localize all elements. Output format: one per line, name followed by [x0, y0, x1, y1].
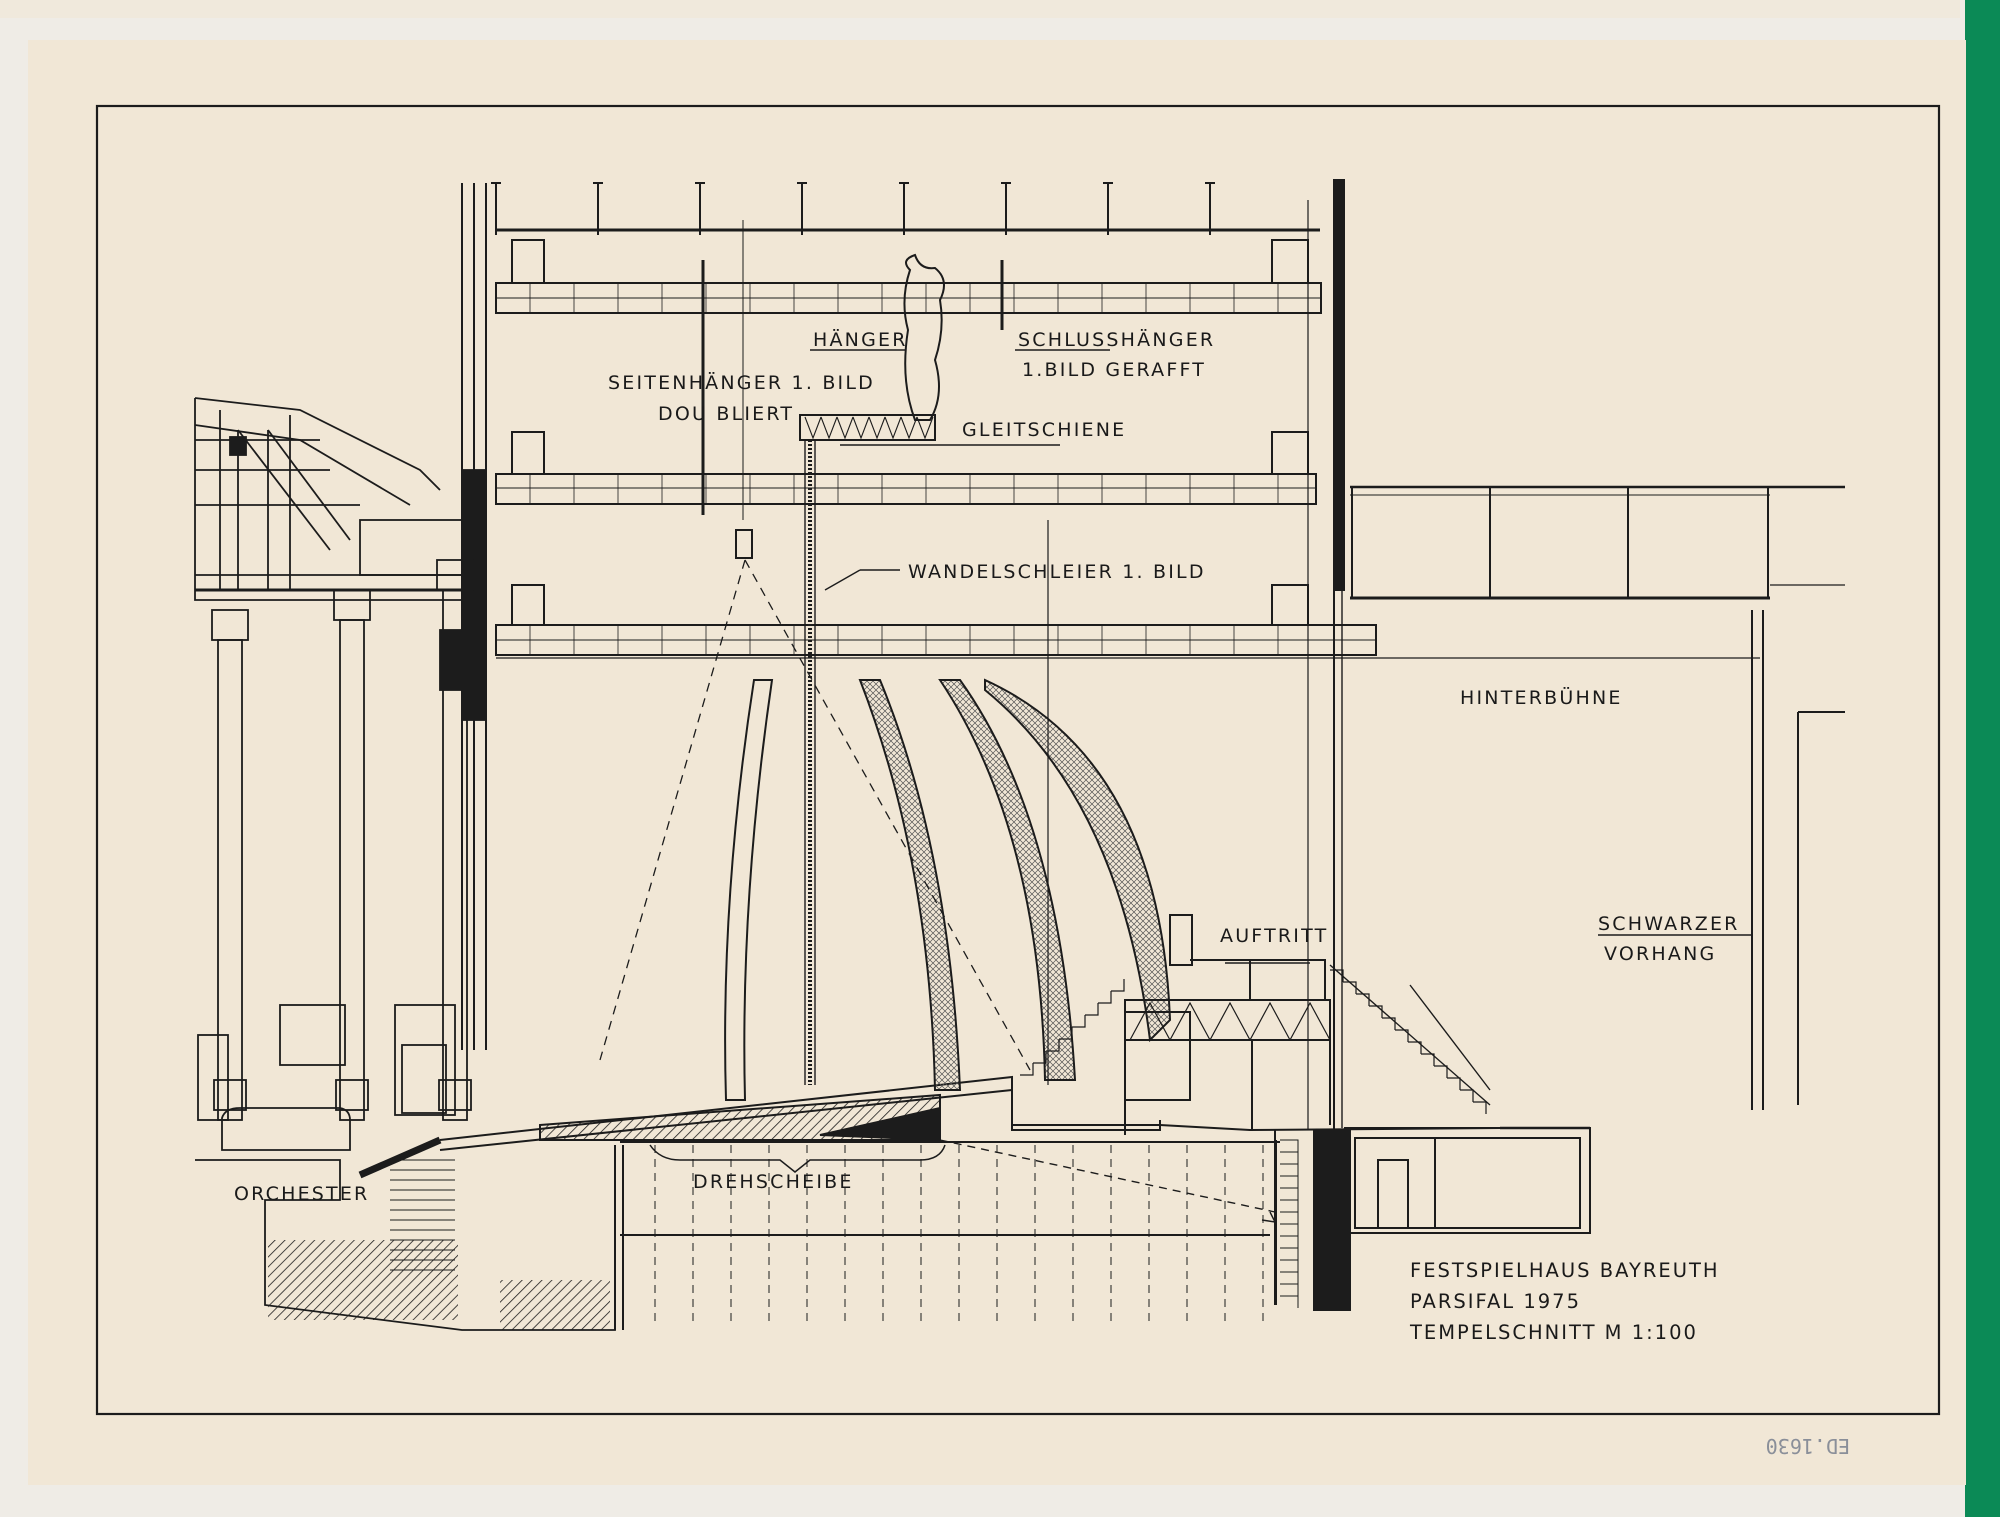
label-seitenhaenger: SEITENHÄNGER 1. BILD	[608, 371, 875, 394]
rear-stage	[1341, 485, 1845, 1234]
top-sheet-edge	[0, 0, 1960, 18]
title-line-3: TEMPELSCHNITT M 1:100	[1409, 1321, 1698, 1344]
label-gleitschiene: GLEITSCHIENE	[962, 419, 1126, 441]
label-auftritt: AUFTRITT	[1220, 925, 1328, 947]
label-schlusshaenger: SCHLUSSHÄNGER	[1018, 328, 1215, 351]
drawing-frame	[95, 104, 1941, 1416]
temple-arches	[724, 678, 1191, 1101]
label-haenger: HÄNGER	[813, 328, 908, 351]
auditorium	[194, 397, 616, 1331]
label-wandelschleier: WANDELSCHLEIER 1. BILD	[908, 561, 1206, 583]
label-schwarzer: SCHWARZER	[1598, 913, 1740, 935]
rigging	[599, 220, 1049, 1085]
title-line-2: PARSIFAL 1975	[1410, 1290, 1581, 1313]
leader-lines	[810, 349, 1752, 964]
label-doubliert: DOU BLIERT	[658, 403, 794, 425]
green-tape	[1965, 0, 2000, 1517]
label-drehscheibe: DREHSCHEIBE	[693, 1171, 854, 1193]
label-orchester: ORCHESTER	[234, 1183, 369, 1205]
fly-tower	[461, 179, 1760, 1130]
stage-floor	[439, 1075, 1501, 1330]
label-schlusshaenger-2: 1.BILD GERAFFT	[1022, 359, 1206, 381]
archive-stamp: ED.1630	[1766, 1434, 1850, 1458]
label-vorhang: VORHANG	[1604, 943, 1716, 965]
title-line-1: FESTSPIELHAUS BAYREUTH	[1410, 1259, 1720, 1282]
label-hinterbuehne: HINTERBÜHNE	[1460, 686, 1623, 709]
platform	[1124, 914, 1491, 1135]
